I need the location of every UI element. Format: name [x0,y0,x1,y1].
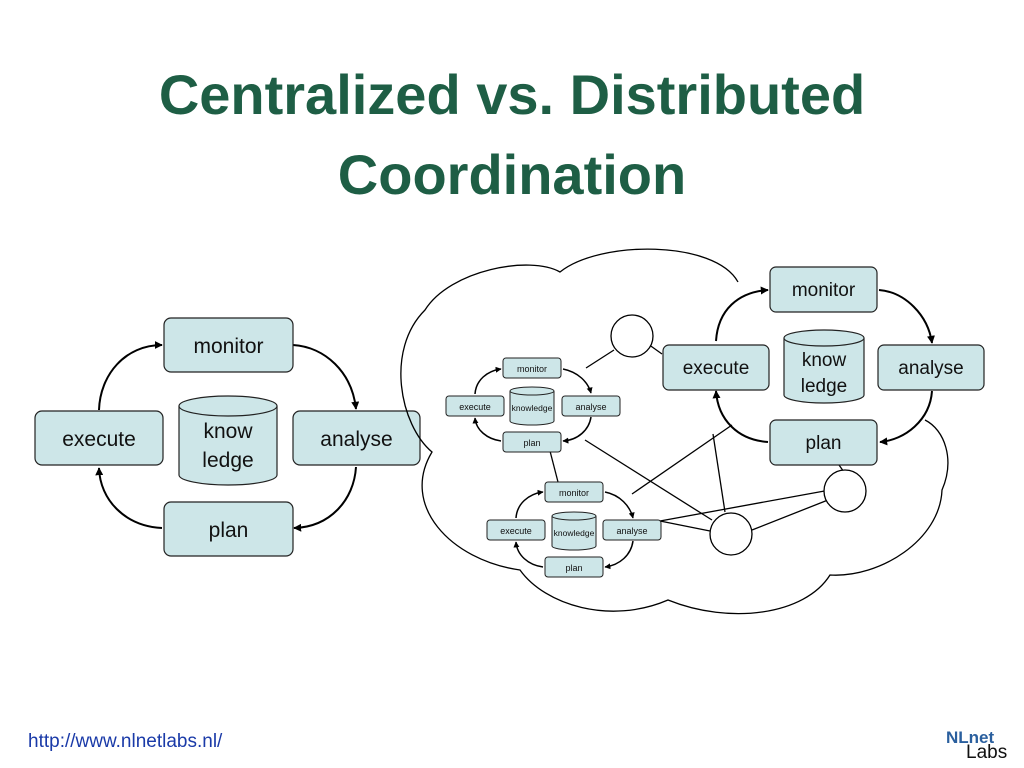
arrow-execute-to-monitor [98,341,163,411]
monitor-box [163,317,294,373]
small-b-analyse-label: analyse [616,526,647,536]
cloud-shape [400,248,949,615]
large-knowledge-line2: ledge [801,376,848,397]
large-plan-label: plan [806,433,842,454]
node-circle-1 [610,314,654,358]
analyse-label: analyse [320,428,392,451]
small-a-plan-label: plan [523,438,540,448]
knowledge-label-line2: ledge [202,449,253,472]
small-a-analyse-label: analyse [575,402,606,412]
plan-box [163,501,294,557]
small-a-monitor-label: monitor [517,364,547,374]
knowledge-label-line1: know [203,420,253,443]
small-a-execute-label: execute [459,402,491,412]
small-b-monitor-label: monitor [559,488,589,498]
arrow-plan-to-execute [95,467,163,529]
execute-label: execute [62,428,136,451]
footer-url-link[interactable]: http://www.nlnetlabs.nl/ [28,731,223,752]
large-knowledge-line1: know [802,350,847,371]
plan-label: plan [209,519,249,542]
distributed-loop-small-a: monitor analyse plan execute knowledge [445,357,621,453]
large-execute-label: execute [683,358,750,379]
knowledge-cylinder: know ledge [178,395,278,486]
title-line-2: Coordination [337,143,687,206]
small-b-plan-label: plan [565,563,582,573]
arrow-analyse-to-plan [293,466,357,532]
large-analyse-label: analyse [898,358,964,379]
logo-text-nlnet: NLnet [946,728,995,747]
small-a-knowledge-label: knowledge [512,403,553,413]
small-b-execute-label: execute [500,526,532,536]
large-monitor-label: monitor [792,280,856,301]
execute-box [34,410,164,466]
page-title: Centralized vs. Distributed Coordination [0,55,1024,215]
distributed-loop-small-b: monitor analyse plan execute knowledge [486,481,662,578]
small-b-knowledge-label: knowledge [554,528,595,538]
monitor-label: monitor [193,335,263,358]
arrow-monitor-to-analyse [292,344,360,410]
nlnetlabs-logo: NLnet Labs [944,728,1014,764]
centralized-loop: monitor analyse plan execute know ledge [34,317,421,557]
logo-text-labs: Labs [966,742,1008,763]
distributed-loop-large: monitor analyse plan execute know ledge [662,266,985,466]
title-line-1: Centralized vs. Distributed [158,63,866,126]
node-circle-2 [709,512,753,556]
node-circle-3 [823,469,867,513]
